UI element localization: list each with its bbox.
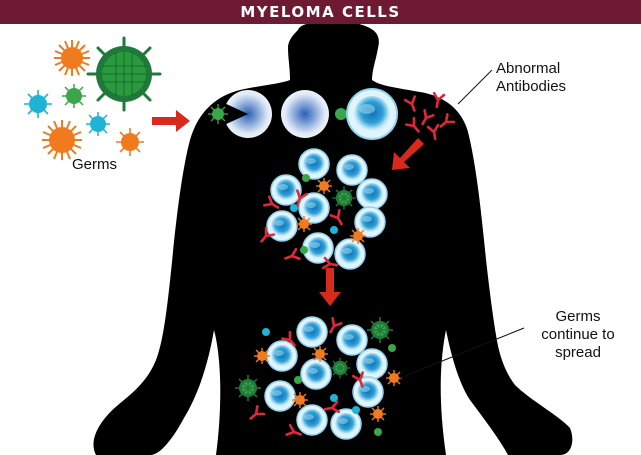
arrow-down-left: [392, 138, 424, 170]
label-germs: Germs: [72, 156, 117, 173]
label-line: Antibodies: [496, 78, 567, 95]
label-abnormal-antibodies: Abnormal Antibodies: [496, 60, 566, 96]
label-germs-spread: Germs continue to spread: [528, 308, 628, 362]
label-line: spread: [555, 344, 601, 361]
page-title: MYELOMA CELLS: [0, 0, 641, 24]
phagocyte-cells: [208, 88, 398, 140]
label-line: Germs: [555, 308, 601, 325]
germs-cluster: [24, 36, 162, 160]
label-line: Abnormal: [496, 60, 561, 77]
arrow-down: [319, 268, 341, 306]
label-line: continue to: [541, 326, 615, 343]
arrow-right: [152, 110, 190, 132]
body-silhouette: [93, 20, 573, 455]
leader-lines: [399, 69, 525, 379]
